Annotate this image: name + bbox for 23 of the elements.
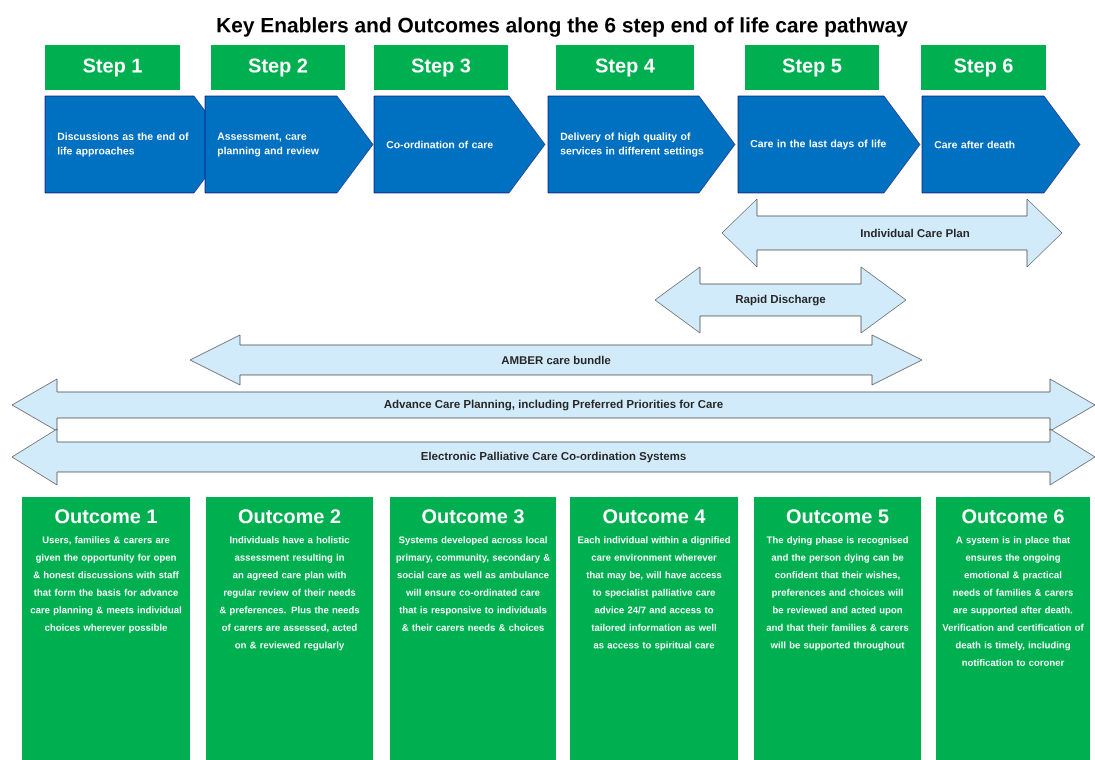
step-label: Step 6	[921, 45, 1046, 90]
outcome-box: Outcome 4 Each individual within a dignified care environment wherever that may be, will have access to specialist palliative care advice 24/7 and access to tailored information as well as access to spiritual care	[570, 497, 738, 760]
step-label: Step 5	[745, 45, 879, 90]
step-label: Step 1	[45, 45, 180, 90]
chevron-box: Delivery of high quality of services in different settings	[547, 95, 736, 194]
outcome-box: Outcome 5 The dying phase is recognised and the person dying can be confident that their wishes, preferences and choices will be reviewed and acted upon and that their families & carers will be supported throughout	[754, 497, 921, 760]
chevron-box: Care in the last days of life	[737, 95, 921, 194]
step-label: Step 2	[211, 45, 345, 90]
double-arrow-band: Electronic Palliative Care Co-ordination Systems	[11, 428, 1095, 486]
chevron-box: Care after death	[921, 95, 1081, 194]
double-arrow-band: Rapid Discharge	[654, 266, 907, 334]
outcome-box: Outcome 1 Users, families & carers are given the opportunity for open & honest discussions with staff that form the basis for advance care planning & meets individual choices wherever possible	[22, 497, 190, 760]
double-arrow-band: Advance Care Planning, including Preferred Priorities for Care	[11, 378, 1095, 432]
double-arrow-band: AMBER care bundle	[189, 334, 923, 386]
double-arrow-band: Individual Care Plan	[721, 198, 1063, 268]
chevron-box: Co-ordination of care	[373, 95, 546, 194]
outcome-box: Outcome 2 Individuals have a holistic assessment resulting in an agreed care plan with regular review of their needs & preferences. Plus the needs of carers are assessed, acted on & reviewed regularly	[206, 497, 373, 760]
outcome-box: Outcome 6 A system is in place that ensures the ongoing emotional & practical needs of families & carers are supported after death. Verification and certification of death is timely, including notification to coroner	[936, 497, 1090, 760]
outcome-box: Outcome 3 Systems developed across local primary, community, secondary & social care as well as ambulance will ensure co-ordinated care that is responsive to individuals & their carers needs & choices	[390, 497, 556, 760]
step-label: Step 3	[374, 45, 508, 90]
title: Key Enablers and Outcomes along the 6 step end of life care pathway	[217, 17, 908, 37]
chevron-box: Assessment, care planning and review	[204, 95, 374, 194]
step-label: Step 4	[556, 45, 694, 90]
